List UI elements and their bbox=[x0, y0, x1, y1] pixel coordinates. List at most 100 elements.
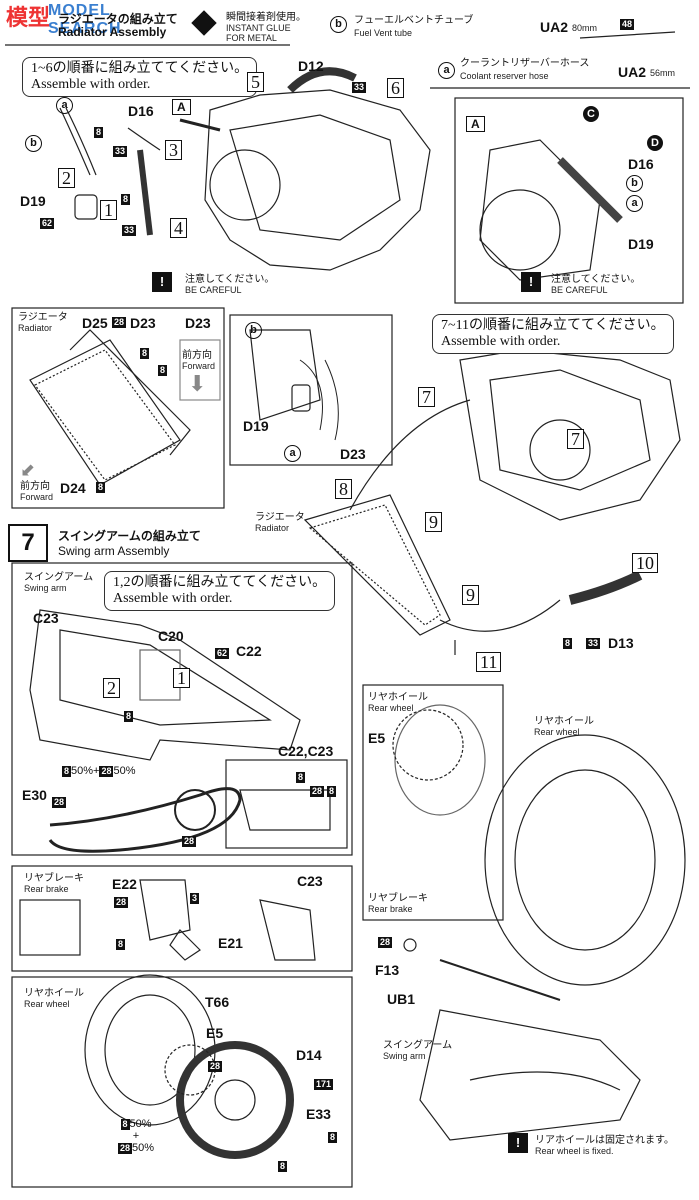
detail-d16: D16 bbox=[628, 156, 654, 172]
step-8: 8 bbox=[335, 479, 352, 499]
main-note-en: Assemble with order. bbox=[441, 334, 561, 349]
detail-caution-en: BE CAREFUL bbox=[551, 285, 608, 295]
grease-a: 8 bbox=[62, 766, 72, 777]
detail-d: D bbox=[647, 135, 663, 151]
sa-c22: C22 bbox=[236, 643, 262, 659]
radiator-box-label: ラジエータ Radiator bbox=[18, 312, 68, 333]
rb-e22: E22 bbox=[112, 876, 137, 892]
sa-num-28c: 28 bbox=[310, 786, 325, 797]
swingarm-en: Swing arm bbox=[24, 583, 67, 593]
radiator-title: ラジエータの組み立て Radiator Assembly bbox=[58, 13, 178, 39]
sa-num-28a: 28 bbox=[52, 797, 67, 808]
step-4: 4 bbox=[170, 218, 187, 238]
rl-rw-en: Rear wheel bbox=[368, 703, 414, 713]
note-jp: 1~6の順番に組み立ててください。 bbox=[31, 61, 249, 76]
step-9a: 9 bbox=[425, 512, 442, 532]
rw-e5: E5 bbox=[206, 1025, 224, 1041]
vent-letter: b bbox=[330, 16, 347, 33]
main-d13: D13 bbox=[608, 635, 634, 651]
rl-f13: F13 bbox=[375, 962, 400, 978]
hose-b: b bbox=[245, 322, 262, 339]
label-d24: D24 bbox=[60, 480, 86, 496]
rl-num-28: 28 bbox=[378, 937, 393, 948]
main-note-jp: 7~11の順番に組み立ててください。 bbox=[441, 318, 665, 333]
coolant-part: UA2 bbox=[618, 64, 647, 80]
rw-en: Rear wheel bbox=[24, 999, 70, 1009]
vent-num: 48 bbox=[620, 19, 635, 30]
rw-t66: T66 bbox=[205, 994, 230, 1010]
rb-en: Rear brake bbox=[24, 884, 69, 894]
sa-step-1: 1 bbox=[173, 668, 190, 688]
step-6: 6 bbox=[387, 78, 404, 98]
sa-num-28b: 28 bbox=[182, 836, 197, 847]
rad-num-8b: 8 bbox=[158, 365, 168, 376]
label-d25: D25 bbox=[82, 315, 108, 331]
detail-b: b bbox=[626, 175, 643, 192]
radiator-title-en: Radiator Assembly bbox=[58, 25, 167, 39]
radiator-box-jp: ラジエータ bbox=[18, 312, 68, 323]
vent-en: Fuel Vent tube bbox=[354, 28, 413, 38]
hose-d23: D23 bbox=[340, 446, 366, 462]
label-A: A bbox=[172, 99, 191, 115]
rl-sa-jp: スイングアーム bbox=[383, 1040, 453, 1051]
label-d19: D19 bbox=[20, 193, 46, 209]
rb-c23: C23 bbox=[297, 873, 323, 889]
note-en: Assemble with order. bbox=[31, 77, 151, 92]
fixed-jp: リアホイールは固定されます。 bbox=[535, 1135, 674, 1146]
rl-rear-wheel-label-2: リヤホイール Rear wheel bbox=[534, 716, 594, 737]
num-33b: 33 bbox=[122, 225, 137, 236]
sa-c22c23: C22,C23 bbox=[278, 743, 334, 759]
rear-wheel-label: リヤホイール Rear wheel bbox=[24, 988, 84, 1009]
section-7-jp: スイングアームの組み立て bbox=[58, 529, 201, 543]
num-8b: 8 bbox=[121, 194, 131, 205]
hose-d19: D19 bbox=[243, 418, 269, 434]
main-radiator-label: ラジエータ Radiator bbox=[255, 512, 305, 533]
radiator-box-en: Radiator bbox=[18, 323, 53, 333]
rl-e5: E5 bbox=[368, 730, 386, 746]
glue-jp: 瞬間接着剤使用。 bbox=[226, 12, 306, 23]
detail-a-label: A bbox=[466, 116, 485, 132]
swingarm-jp: スイングアーム bbox=[24, 572, 94, 583]
grease-a-pct: 50%+ bbox=[71, 765, 100, 777]
watermark-brand: 模型 bbox=[6, 5, 51, 30]
label-d12: D12 bbox=[298, 58, 324, 74]
label-b: b bbox=[25, 135, 42, 152]
caution-jp: 注意してください。 bbox=[185, 274, 275, 285]
fixed-note: リアホイールは固定されます。 Rear wheel is fixed. bbox=[535, 1135, 674, 1156]
label-a: a bbox=[56, 97, 73, 114]
rw-jp: リヤホイール bbox=[24, 988, 84, 999]
section-7-title: スイングアームの組み立て Swing arm Assembly bbox=[58, 527, 201, 558]
detail-d19: D19 bbox=[628, 236, 654, 252]
label-d16: D16 bbox=[128, 103, 154, 119]
step-5: 5 bbox=[247, 72, 264, 92]
sa-c23: C23 bbox=[33, 610, 59, 626]
rw-num-28: 28 bbox=[208, 1061, 223, 1072]
caution-en: BE CAREFUL bbox=[185, 285, 242, 295]
down-arrow-icon: ⬇ bbox=[188, 371, 207, 396]
rw-plus: + bbox=[132, 1130, 140, 1142]
vent-length: 80mm bbox=[572, 23, 598, 33]
rw-g28pct: 50% bbox=[132, 1142, 155, 1154]
grease-b-pct: 50% bbox=[113, 765, 136, 777]
label-d23: D23 bbox=[130, 315, 156, 331]
assembly-order-note-1-6: 1~6の順番に組み立ててください。 Assemble with order. bbox=[22, 57, 258, 97]
rad-num-8a: 8 bbox=[140, 348, 150, 359]
rl-sa-en: Swing arm bbox=[383, 1051, 426, 1061]
num-62: 62 bbox=[40, 218, 55, 229]
sa-note-jp: 1,2の順番に組み立ててください。 bbox=[113, 575, 327, 590]
rl-rw2-jp: リヤホイール bbox=[534, 716, 594, 727]
detail-caution-icon: ! bbox=[521, 272, 541, 292]
rl-rw-jp: リヤホイール bbox=[368, 692, 428, 703]
fwd2-en: Forward bbox=[20, 492, 54, 502]
rl-swingarm-label: スイングアーム Swing arm bbox=[383, 1040, 452, 1061]
step-9b: 9 bbox=[462, 585, 479, 605]
rear-brake-label: リヤブレーキ Rear brake bbox=[24, 873, 84, 894]
hose-a: a bbox=[284, 445, 301, 462]
rw-num-8b: 8 bbox=[278, 1161, 288, 1172]
rw-g8pct: 50% bbox=[129, 1118, 152, 1130]
rw-d14: D14 bbox=[296, 1047, 322, 1063]
step-1: 1 bbox=[100, 200, 117, 220]
rl-ub1: UB1 bbox=[387, 991, 416, 1007]
rl-rear-wheel-label: リヤホイール Rear wheel bbox=[368, 692, 428, 713]
